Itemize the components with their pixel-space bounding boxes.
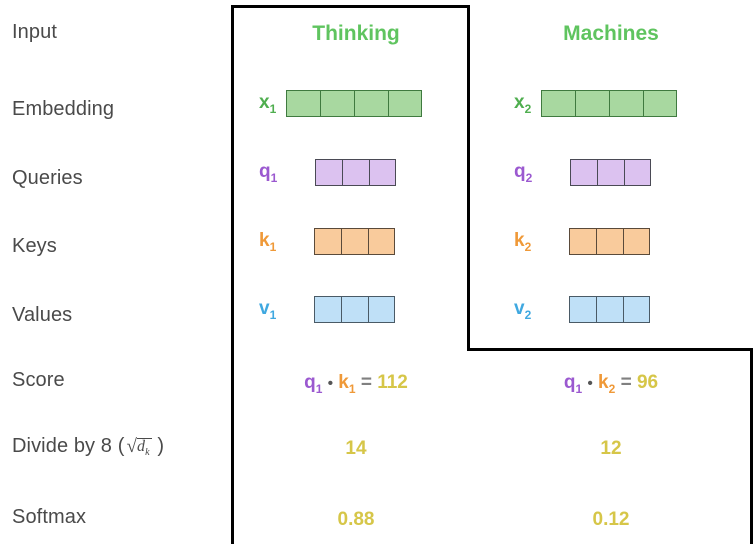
score-2-result: 96 <box>636 372 659 393</box>
query-vector-1: q1 <box>259 159 397 186</box>
embedding-vector-1: x1 <box>259 90 423 117</box>
row-label-score: Score <box>12 369 65 391</box>
row-label-queries: Queries <box>12 167 83 189</box>
vector-cell <box>624 159 652 186</box>
score-1-key-token: k1 <box>338 372 356 396</box>
vector-cell <box>596 296 624 323</box>
value-vector-1-cells <box>314 296 396 323</box>
value-vector-2-label: v2 <box>514 297 532 322</box>
vector-cell <box>643 90 678 117</box>
embedding-vector-2-cells <box>541 90 678 117</box>
vector-cell <box>388 90 423 117</box>
radicand-subscript: k <box>145 447 150 459</box>
value-vector-1-label: v1 <box>259 297 277 322</box>
score-1-equals: = <box>360 372 372 393</box>
vector-cell <box>569 296 597 323</box>
score-2-key-token: k2 <box>598 372 616 396</box>
score-1-result: 112 <box>377 372 408 393</box>
embedding-vector-2-label: x2 <box>514 91 532 116</box>
softmax-value-2: 0.12 <box>592 509 630 530</box>
dot-product-icon: • <box>327 375 333 392</box>
value-vector-2: v2 <box>514 296 651 323</box>
score-expression-1: q1 • k1 = 112 <box>304 373 408 395</box>
query-vector-2: q2 <box>514 159 652 186</box>
frame-right-vertical <box>750 348 753 544</box>
key-vector-1-cells <box>314 228 396 255</box>
value-vector-1: v1 <box>259 296 396 323</box>
row-label-softmax: Softmax <box>12 506 87 528</box>
embedding-vector-2: x2 <box>514 90 678 117</box>
vector-cell <box>368 228 396 255</box>
row-label-keys: Keys <box>12 235 57 257</box>
query-vector-2-cells <box>570 159 652 186</box>
divided-value-2: 12 <box>600 438 622 459</box>
score-expression-2: q1 • k2 = 96 <box>564 373 658 395</box>
key-vector-2: k2 <box>514 228 651 255</box>
row-label-embedding: Embedding <box>12 98 115 120</box>
vector-cell <box>569 228 597 255</box>
vector-cell <box>314 228 342 255</box>
query-vector-1-cells <box>315 159 397 186</box>
embedding-vector-1-cells <box>286 90 423 117</box>
frame-inner-top <box>231 5 470 8</box>
divide-prefix-text: Divide by 8 ( <box>12 435 125 457</box>
vector-cell <box>575 90 610 117</box>
vector-cell <box>609 90 644 117</box>
key-vector-2-cells <box>569 228 651 255</box>
divided-value-1: 14 <box>345 438 367 459</box>
word-header-machines: Machines <box>563 22 659 45</box>
sqrt-expression: √dk <box>124 435 152 460</box>
radicand-base: d <box>136 438 146 455</box>
vector-cell <box>570 159 598 186</box>
row-label-divide-by-8: Divide by 8 (√dk ) <box>12 435 164 460</box>
score-1-query-token: q1 <box>304 372 323 396</box>
vector-cell <box>368 296 396 323</box>
vector-cell <box>354 90 389 117</box>
vector-cell <box>597 159 625 186</box>
vector-cell <box>369 159 397 186</box>
softmax-value-1: 0.88 <box>337 509 375 530</box>
embedding-vector-1-label: x1 <box>259 91 277 116</box>
vector-cell <box>342 159 370 186</box>
vector-cell <box>286 90 321 117</box>
query-vector-2-label: q2 <box>514 160 533 185</box>
vector-cell <box>314 296 342 323</box>
key-vector-1: k1 <box>259 228 396 255</box>
vector-cell <box>320 90 355 117</box>
vector-cell <box>623 296 651 323</box>
word-header-thinking: Thinking <box>312 22 400 45</box>
sqrt-sign: √ <box>126 436 137 457</box>
divide-suffix-text: ) <box>157 435 165 457</box>
vector-cell <box>541 90 576 117</box>
dot-product-icon: • <box>587 375 593 392</box>
score-2-query-token: q1 <box>563 372 583 396</box>
vector-cell <box>315 159 343 186</box>
frame-inner-right-vertical <box>467 5 470 351</box>
frame-left-vertical <box>231 5 234 544</box>
vector-cell <box>623 228 651 255</box>
key-vector-1-label: k1 <box>259 229 277 254</box>
query-vector-1-label: q1 <box>259 160 278 185</box>
key-vector-2-label: k2 <box>514 229 532 254</box>
frame-middle-horizontal <box>467 348 753 351</box>
vector-cell <box>341 228 369 255</box>
score-2-equals: = <box>620 372 632 393</box>
vector-cell <box>596 228 624 255</box>
radicand: dk <box>136 438 152 459</box>
value-vector-2-cells <box>569 296 651 323</box>
row-label-values: Values <box>12 304 73 326</box>
row-label-input: Input <box>12 21 57 43</box>
vector-cell <box>341 296 369 323</box>
